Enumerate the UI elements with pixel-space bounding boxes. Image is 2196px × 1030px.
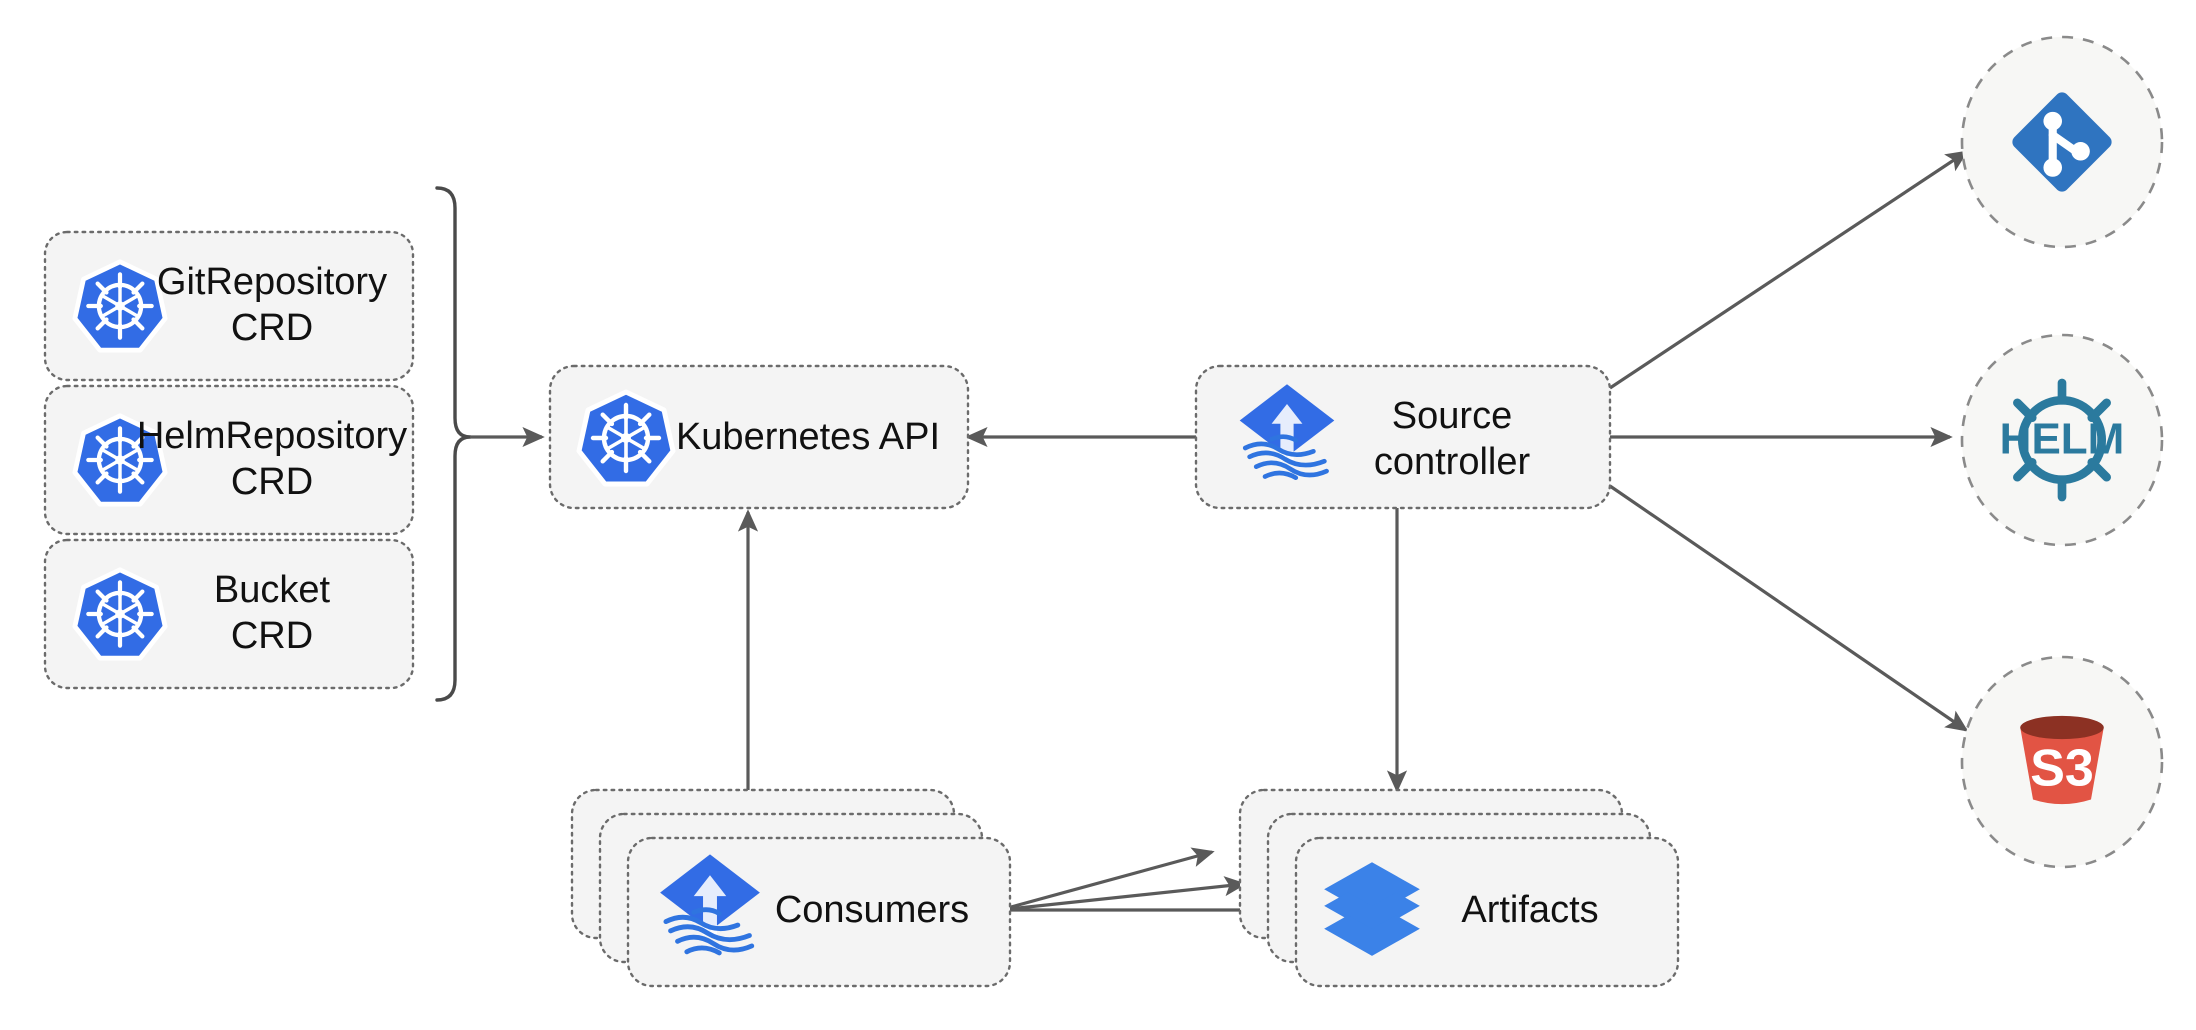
helm-label: HELM — [2000, 415, 2125, 464]
kubernetes-icon — [579, 392, 673, 484]
artifacts-stack-card-front[interactable]: Artifacts — [1294, 836, 1680, 988]
edge-controller-to-git — [1609, 150, 1969, 390]
kubernetes-icon — [75, 570, 165, 658]
node-artifacts[interactable]: Artifacts — [1238, 788, 1680, 988]
node-label-artifacts: Artifacts — [1461, 889, 1598, 931]
kubernetes-icon — [75, 262, 165, 350]
edge-consumers-to-artifacts-2 — [999, 876, 1247, 912]
node-label-consumers: Consumers — [775, 889, 969, 931]
consumers-stack-card-front[interactable]: Consumers — [626, 836, 1012, 988]
external-source-helm[interactable]: HELM — [1960, 333, 2164, 547]
edge-consumers-to-artifacts-1 — [999, 847, 1215, 912]
crd-group: GitRepository CRD HelmRepository CRD Buc… — [43, 230, 415, 690]
edge-controller-to-s3 — [1609, 484, 1969, 732]
external-source-git[interactable] — [1960, 35, 2164, 249]
crd-box-bucket[interactable]: Bucket CRD — [43, 538, 415, 690]
crd-label-line1: Bucket — [214, 569, 331, 611]
external-source-s3[interactable]: S3 — [1960, 655, 2164, 869]
crd-label-line1: HelmRepository — [137, 415, 407, 457]
node-label-source-controller-line2: controller — [1374, 441, 1531, 483]
node-kubernetes-api[interactable]: Kubernetes API — [548, 364, 970, 510]
crd-box-helmrepository[interactable]: HelmRepository CRD — [43, 384, 415, 536]
node-label-kubernetes-api: Kubernetes API — [676, 416, 940, 458]
crd-label-line1: GitRepository — [157, 261, 387, 303]
node-consumers[interactable]: Consumers — [570, 788, 1012, 988]
crd-label-line2: CRD — [231, 615, 313, 657]
crd-label-line2: CRD — [231, 461, 313, 503]
node-label-source-controller-line1: Source — [1392, 395, 1512, 437]
crd-group-brace — [435, 186, 472, 702]
crd-label-line2: CRD — [231, 307, 313, 349]
s3-label: S3 — [2030, 740, 2094, 798]
node-source-controller[interactable]: Source controller — [1194, 364, 1612, 510]
crd-box-gitrepository[interactable]: GitRepository CRD — [43, 230, 415, 382]
